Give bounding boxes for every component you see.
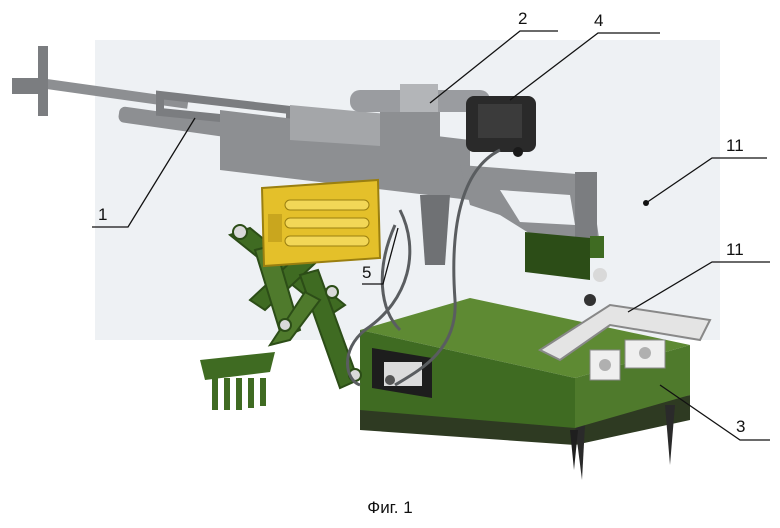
callout-11-upper: 11	[726, 136, 744, 155]
ground-clamp	[200, 352, 275, 410]
callout-2: 2	[518, 9, 527, 28]
callout-11-lower: 11	[726, 240, 744, 259]
sight-module	[466, 96, 536, 157]
callout-4: 4	[594, 11, 603, 30]
callout-3: 3	[736, 417, 745, 436]
callout-1: 1	[98, 205, 107, 224]
callout-5: 5	[362, 263, 371, 282]
figure-caption: Фиг. 1	[0, 498, 780, 518]
ammo-box	[262, 180, 380, 266]
